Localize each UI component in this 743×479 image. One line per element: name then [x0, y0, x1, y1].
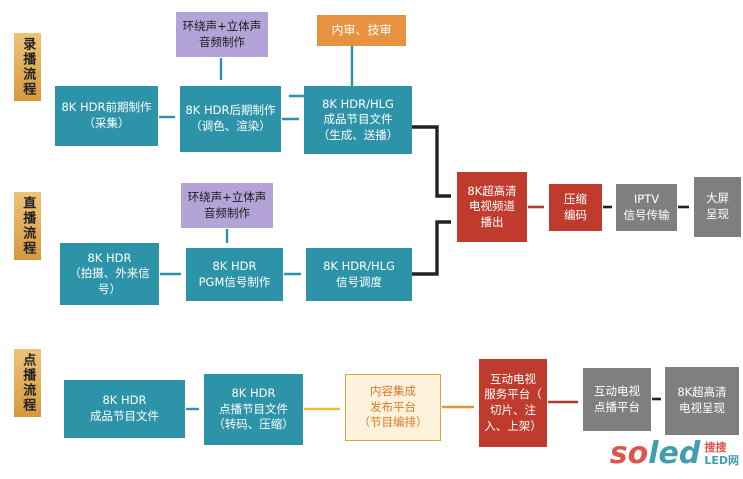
- node-content-integration-platform: 内容集成 发布平台 （节目编排）: [345, 374, 441, 441]
- node-live-signal-dispatch: 8K HDR/HLG 信号调度: [306, 248, 412, 301]
- node-iptv-transmission: IPTV 信号传输: [616, 184, 677, 231]
- node-recording-audio-production: 环绕声+立体声 音频制作: [176, 12, 268, 57]
- watermark-logo: soled: [609, 436, 701, 471]
- edge-rec-file-to-channel-out: [412, 125, 451, 198]
- row-label-live: 直播流程: [14, 192, 41, 260]
- node-recording-post-production: 8K HDR后期制作 （调色、渲染）: [180, 86, 281, 152]
- node-compression-encoding: 压缩 编码: [549, 184, 602, 231]
- node-recording-pre-production: 8K HDR前期制作 （采集）: [55, 86, 158, 146]
- node-interactive-tv-service-platform: 互动电视 服务平台（ 切片、注 入、上架）: [479, 359, 547, 447]
- node-8k-tv-display: 8K超高清 电视呈现: [665, 367, 739, 435]
- node-live-audio-production: 环绕声+立体声 音频制作: [181, 183, 273, 228]
- node-big-screen-display: 大屏 呈现: [694, 177, 741, 237]
- watermark: soled 搜搜 LED网: [610, 439, 739, 469]
- node-vod-finished-file: 8K HDR 成品节目文件: [64, 380, 185, 438]
- node-content-review: 内审、技审: [317, 15, 406, 46]
- row-label-vod: 点播流程: [14, 349, 41, 417]
- watermark-tagline: 搜搜 LED网: [704, 440, 739, 467]
- node-interactive-tv-vod-platform: 互动电视 点播平台: [583, 368, 651, 431]
- row-label-recording: 录播流程: [14, 33, 41, 101]
- node-8k-channel-playout: 8K超高清 电视频道 播出: [457, 172, 527, 242]
- node-recording-program-file: 8K HDR/HLG 成品节目文件 （生成、送播）: [304, 86, 412, 154]
- edge-live-sched-to-channel-out: [412, 220, 451, 276]
- node-live-source-signal: 8K HDR （拍摄、外来信 号）: [60, 243, 159, 305]
- node-vod-transcode-file: 8K HDR 点播节目文件 （转码、压缩）: [204, 374, 303, 445]
- node-live-pgm-signal: 8K HDR PGM信号制作: [186, 248, 283, 301]
